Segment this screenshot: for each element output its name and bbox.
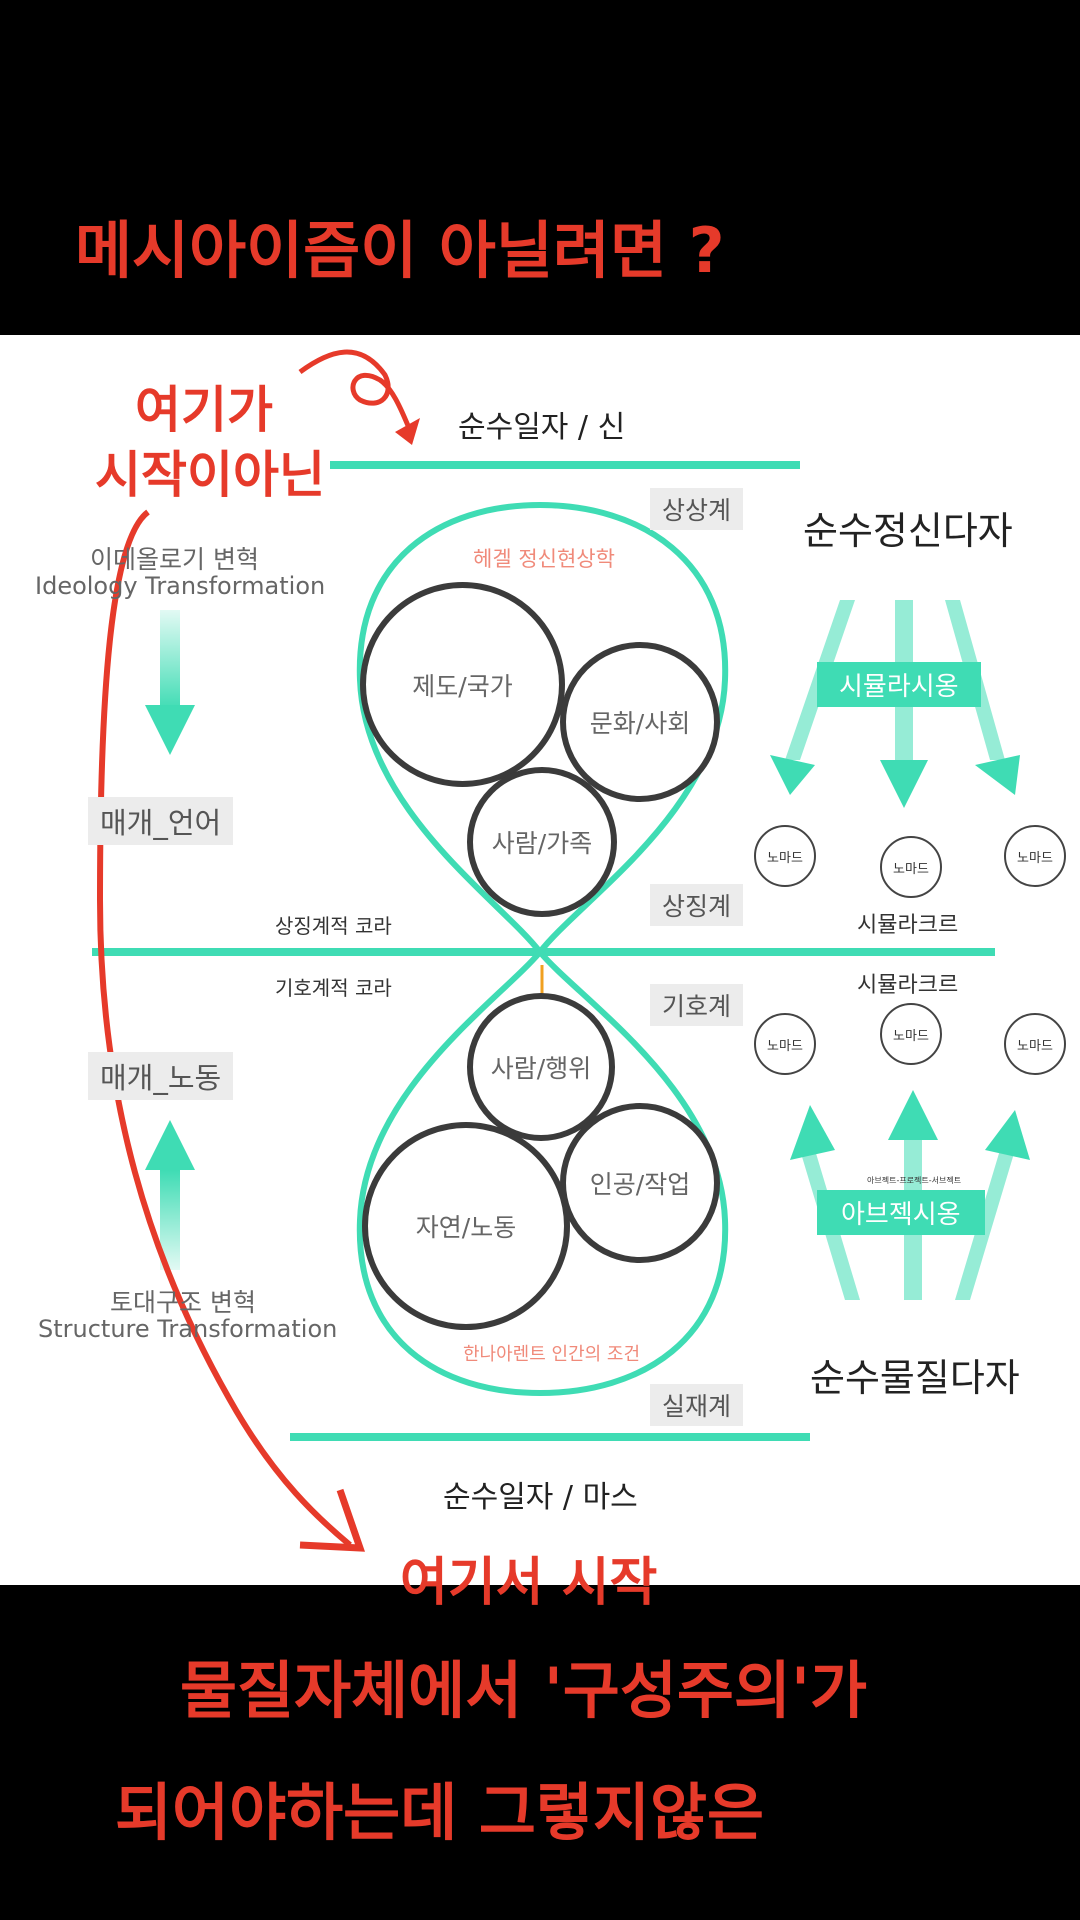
tag-real: 실재계 <box>650 1384 744 1426</box>
abjection-small: 아브젝트-프로젝트-서브젝트 <box>867 1176 962 1185</box>
circle-nature-labor: 자연/노동 <box>362 1122 570 1330</box>
simulacre-top: 시뮬라크르 <box>857 913 959 938</box>
circle-culture-society: 문화/사회 <box>560 642 720 802</box>
red-arrow-top <box>298 349 413 432</box>
nomad-top-left: 노마드 <box>754 825 816 887</box>
top-question: 메시아이즘이 아닐려면 ? <box>75 214 725 287</box>
pure-matter-many: 순수물질다자 <box>810 1356 1020 1400</box>
start-here-note-1: 여기가 <box>135 381 273 439</box>
circle-institution-state: 제도/국가 <box>360 582 565 787</box>
hegel-caption: 헤겔 정신현상학 <box>473 547 615 571</box>
nomad-bottom-right: 노마드 <box>1004 1013 1066 1075</box>
tag-symbolic: 상징계 <box>650 884 744 926</box>
start-here-bottom: 여기서 시작 <box>400 1553 658 1613</box>
symbolic-chora: 상징계적 코라 <box>275 914 392 938</box>
bottom-note-line1: 물질자체에서 '구성주의'가 <box>180 1654 867 1727</box>
structure-kr: 토대구조 변혁 <box>110 1288 256 1317</box>
medium-labor: 매개_노동 <box>88 1052 234 1100</box>
simulacre-bottom: 시뮬라크르 <box>857 973 959 998</box>
bottom-note-line2: 되어야하는데 그렇지않은 <box>115 1776 765 1849</box>
start-here-note-2: 시작이아닌 <box>95 446 325 504</box>
medium-language: 매개_언어 <box>88 797 234 845</box>
nomad-top-right: 노마드 <box>1004 825 1066 887</box>
nomad-top-middle: 노마드 <box>880 836 942 898</box>
diagram-panel <box>0 335 1080 1585</box>
lower-loop <box>356 947 729 1397</box>
ideology-en: Ideology Transformation <box>35 572 326 600</box>
circle-artifice-work: 인공/작업 <box>560 1103 720 1263</box>
ideology-kr: 이데올로기 변혁 <box>90 545 259 574</box>
bottom-label: 순수일자 / 마스 <box>443 1480 638 1515</box>
top-label: 순수일자 / 신 <box>458 410 626 445</box>
red-arrow-long <box>96 509 352 1548</box>
tag-imaginary: 상상계 <box>650 488 744 530</box>
arendt-caption: 한나아렌트 인간의 조건 <box>463 1344 641 1365</box>
nomad-bottom-left: 노마드 <box>754 1013 816 1075</box>
structure-en: Structure Transformation <box>38 1315 338 1343</box>
simulation-box: 시뮬라시옹 <box>817 662 981 707</box>
nomad-bottom-middle: 노마드 <box>880 1003 942 1065</box>
circle-person-family: 사람/가족 <box>467 767 617 917</box>
upper-loop <box>356 501 729 957</box>
abjection-box: 아브젝시옹 <box>817 1190 985 1235</box>
circle-person-action: 사람/행위 <box>467 993 615 1141</box>
tag-semiotic: 기호계 <box>650 984 744 1026</box>
pure-spirit-many: 순수정신다자 <box>803 509 1013 553</box>
semiotic-chora: 기호계적 코라 <box>275 976 392 1000</box>
